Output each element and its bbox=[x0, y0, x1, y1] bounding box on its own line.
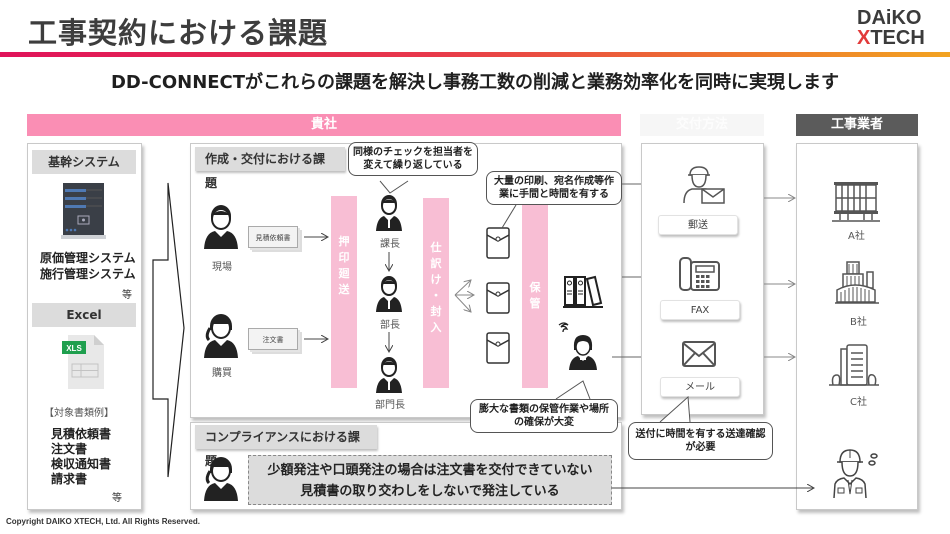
construction-worker-icon bbox=[832, 448, 880, 504]
envelope-icon bbox=[486, 282, 510, 318]
method-pill-fax: FAX bbox=[660, 300, 740, 320]
stamp-circulation-bar: 押 印 廻 送 bbox=[331, 196, 357, 388]
bar-char: 封 bbox=[430, 305, 442, 318]
envelope-icon bbox=[682, 341, 716, 371]
document-item: 見積依頼書 bbox=[51, 427, 112, 441]
document-card-estimate-request: 見積依頼書 bbox=[248, 226, 298, 248]
worried-scribble-icon bbox=[557, 320, 571, 339]
title-divider bbox=[0, 52, 950, 57]
sort-enclose-bar: 仕 訳 け ・ 封 入 bbox=[423, 198, 449, 388]
copyright: Copyright DAIKO XTECH, Ltd. All Rights R… bbox=[6, 517, 200, 526]
female-person-icon bbox=[203, 453, 239, 505]
method-pill-email: メール bbox=[660, 377, 740, 397]
director-person-icon bbox=[375, 274, 403, 316]
bar-char: 管 bbox=[529, 297, 541, 310]
document-item: 注文書 bbox=[51, 442, 88, 456]
company-label-a: A社 bbox=[848, 231, 865, 242]
bubble-repeated-checks: 同様のチェックを担当者を変えて繰り返している bbox=[348, 142, 478, 176]
actor-label-genba: 現場 bbox=[212, 262, 232, 273]
document-item: 検収通知書 bbox=[51, 457, 112, 471]
approver-label-bumoncho: 部門長 bbox=[375, 400, 405, 411]
compliance-issue-line2: 見積書の取り交わしをしないで発注している bbox=[300, 484, 560, 499]
actor-label-koubai: 購買 bbox=[212, 368, 232, 379]
division-head-person-icon bbox=[375, 355, 403, 397]
bar-char: 送 bbox=[338, 283, 350, 296]
bar-char: 保 bbox=[529, 281, 541, 294]
building-c-icon bbox=[829, 343, 879, 391]
bar-char: ・ bbox=[430, 289, 442, 302]
server-icon bbox=[61, 183, 106, 239]
manager-person-icon bbox=[375, 193, 403, 235]
compliance-issues-heading: コンプライアンスにおける課題 bbox=[195, 425, 377, 468]
document-item: 請求書 bbox=[51, 472, 88, 486]
bar-char: 入 bbox=[430, 321, 442, 334]
documents-list: 見積依頼書 注文書 検収通知書 請求書 bbox=[51, 427, 111, 487]
binders-icon bbox=[563, 275, 603, 313]
bar-char: 印 bbox=[338, 251, 350, 264]
bar-char: 押 bbox=[338, 235, 350, 248]
building-a-icon bbox=[832, 180, 880, 226]
storage-bar: 保 管 bbox=[522, 205, 548, 388]
document-card-purchase-order: 注文書 bbox=[248, 328, 298, 350]
page-title: 工事契約における課題 bbox=[28, 16, 329, 50]
logo-line2: TECH bbox=[870, 27, 925, 49]
bar-char: け bbox=[430, 273, 442, 286]
envelope-icon bbox=[486, 227, 510, 263]
envelope-icon bbox=[486, 332, 510, 368]
band-contractors: 工事業者 bbox=[796, 114, 918, 136]
system-item: 原価管理システム bbox=[40, 251, 136, 265]
company-label-b: B社 bbox=[850, 317, 867, 328]
core-system-heading: 基幹システム bbox=[32, 150, 136, 174]
male-person-icon bbox=[203, 203, 239, 253]
band-delivery-method: 交付方法 bbox=[640, 114, 764, 136]
logo-x-mark: X bbox=[857, 27, 871, 49]
system-item: 施行管理システム bbox=[40, 267, 136, 281]
company-logo: DAiKO XTECH bbox=[857, 8, 925, 48]
compliance-issue-line1: 少額発注や口頭発注の場合は注文書を交付できていない bbox=[267, 463, 593, 478]
female-staff-icon bbox=[568, 332, 598, 374]
xls-file-icon: XLS bbox=[62, 335, 106, 389]
band-your-company: 貴社 bbox=[27, 114, 621, 136]
contractors-panel bbox=[796, 143, 918, 510]
fax-phone-icon bbox=[679, 254, 721, 296]
female-person-icon bbox=[203, 310, 239, 362]
method-pill-post: 郵送 bbox=[658, 215, 738, 235]
compliance-issue-box: 少額発注や口頭発注の場合は注文書を交付できていない 見積書の取り交わしをしないで… bbox=[248, 455, 612, 505]
approver-label-kacho: 課長 bbox=[380, 239, 400, 250]
bubble-storage-burden: 膨大な書類の保管作業や場所の確保が大変 bbox=[470, 399, 618, 433]
bar-char: 仕 bbox=[430, 241, 442, 254]
core-systems-list: 原価管理システム 施行管理システム bbox=[40, 250, 140, 282]
subtitle: DD-CONNECTがこれらの課題を解決し事務工数の削減と業務効率化を同時に実現… bbox=[110, 72, 840, 93]
excel-heading: Excel bbox=[32, 303, 136, 327]
bubble-delivery-time: 送付に時間を有する送達確認が必要 bbox=[628, 422, 773, 460]
documents-etc: 等 bbox=[112, 493, 122, 504]
mail-carrier-icon bbox=[682, 165, 726, 209]
flow-arrow-big bbox=[152, 182, 185, 478]
bar-char: 廻 bbox=[338, 267, 350, 280]
company-label-c: C社 bbox=[850, 397, 867, 408]
logo-line1: DAiKO bbox=[857, 7, 922, 29]
building-b-icon bbox=[835, 260, 879, 308]
bubble-printing-effort: 大量の印刷、宛名作成等作業に手間と時間を有する bbox=[486, 171, 622, 205]
bar-char: 訳 bbox=[430, 257, 442, 270]
systems-etc: 等 bbox=[122, 290, 132, 301]
target-documents-label: 【対象書類例】 bbox=[44, 408, 114, 419]
xls-badge-text: XLS bbox=[66, 344, 82, 353]
approver-label-bucho: 部長 bbox=[380, 320, 400, 331]
creation-issues-heading: 作成・交付における課題 bbox=[195, 147, 345, 190]
